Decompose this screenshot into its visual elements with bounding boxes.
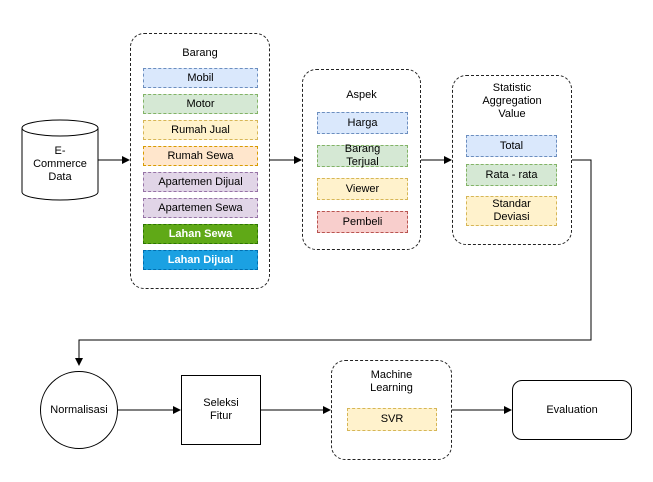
barang-group-title: Barang xyxy=(182,47,218,59)
machine-learning-title: Machine Learning xyxy=(370,369,413,394)
item-rumah-jual: Rumah Jual xyxy=(143,120,258,140)
aspek-group-title: Aspek xyxy=(346,89,377,101)
item-lahan-sewa: Lahan Sewa xyxy=(143,224,258,244)
item-mobil: Mobil xyxy=(143,68,258,88)
database-cylinder-icon xyxy=(21,119,99,201)
arrow-statistic-to-normalisasi xyxy=(75,159,592,366)
seleksi-fitur-node: Seleksi Fitur xyxy=(181,375,261,445)
item-total: Total xyxy=(466,135,557,157)
item-rata-rata: Rata - rata xyxy=(466,164,557,186)
item-pembeli: Pembeli xyxy=(317,211,408,233)
item-harga: Harga xyxy=(317,112,408,134)
item-barang-terjual: Barang Terjual xyxy=(317,143,408,168)
machine-learning-group: Machine Learning SVR xyxy=(331,360,452,460)
normalisasi-node: Normalisasi xyxy=(40,371,118,449)
statistic-group-title: Statistic Aggregation Value xyxy=(482,82,542,120)
item-apartemen-sewa: Apartemen Sewa xyxy=(143,198,258,218)
source-database-label: E-Commerce Data xyxy=(33,144,87,183)
item-standar-deviasi: Standar Deviasi xyxy=(466,196,557,226)
item-apartemen-dijual: Apartemen Dijual xyxy=(143,172,258,192)
evaluation-node: Evaluation xyxy=(512,380,632,440)
svr-item: SVR xyxy=(347,408,437,431)
item-rumah-sewa: Rumah Sewa xyxy=(143,146,258,166)
item-motor: Motor xyxy=(143,94,258,114)
item-viewer: Viewer xyxy=(317,178,408,200)
item-lahan-dijual: Lahan Dijual xyxy=(143,250,258,270)
